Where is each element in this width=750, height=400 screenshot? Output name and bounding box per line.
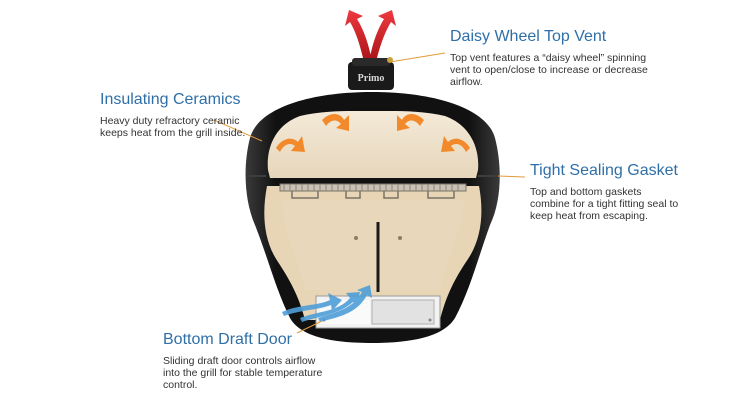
callout-body-gasket: Top and bottom gaskets combine for a tig… <box>530 186 679 222</box>
leader-draft <box>296 320 323 334</box>
leader-gasket <box>497 175 526 178</box>
callout-tight-sealing-gasket: Tight Sealing Gasket Top and bottom gask… <box>530 162 680 222</box>
airflow-arrows <box>282 285 372 322</box>
exhaust-arrows <box>345 10 396 62</box>
ceramic-dome-interior <box>267 110 479 178</box>
callout-title-daisy: Daisy Wheel Top Vent <box>450 28 607 45</box>
callout-insulating-ceramics: Insulating Ceramics Heavy duty refractor… <box>100 91 250 139</box>
callout-title-draft: Bottom Draft Door <box>163 331 292 348</box>
callout-body-insulating: Heavy duty refractory ceramic keeps heat… <box>100 115 246 139</box>
heat-arrow-3 <box>397 114 424 131</box>
airflow-arrow-2 <box>300 292 360 322</box>
callout-daisy-wheel-top-vent: Daisy Wheel Top Vent Top vent features a… <box>450 28 650 88</box>
exhaust-arrow-left <box>345 10 372 62</box>
exhaust-arrow-right <box>369 10 396 62</box>
leader-insulating <box>213 119 263 142</box>
cooking-grate <box>279 183 467 199</box>
primo-logo: Primo <box>358 73 385 84</box>
leader-daisy <box>389 52 446 63</box>
heat-arrow-4 <box>441 136 470 152</box>
firebox-divider <box>354 222 402 292</box>
callout-bottom-draft-door: Bottom Draft Door Sliding draft door con… <box>163 331 333 391</box>
heat-arrow-2 <box>322 114 349 131</box>
heat-arrow-1 <box>276 136 305 152</box>
callout-body-draft: Sliding draft door controls airflow into… <box>163 355 323 391</box>
leader-lines <box>213 52 526 334</box>
airflow-arrow-3 <box>318 285 372 322</box>
callout-title-gasket: Tight Sealing Gasket <box>530 162 678 179</box>
callout-title-insulating: Insulating Ceramics <box>100 91 241 108</box>
airflow-arrow-1 <box>282 293 342 316</box>
heat-arrows <box>276 114 470 152</box>
callout-body-daisy: Top vent features a “daisy wheel” spinni… <box>450 52 648 88</box>
